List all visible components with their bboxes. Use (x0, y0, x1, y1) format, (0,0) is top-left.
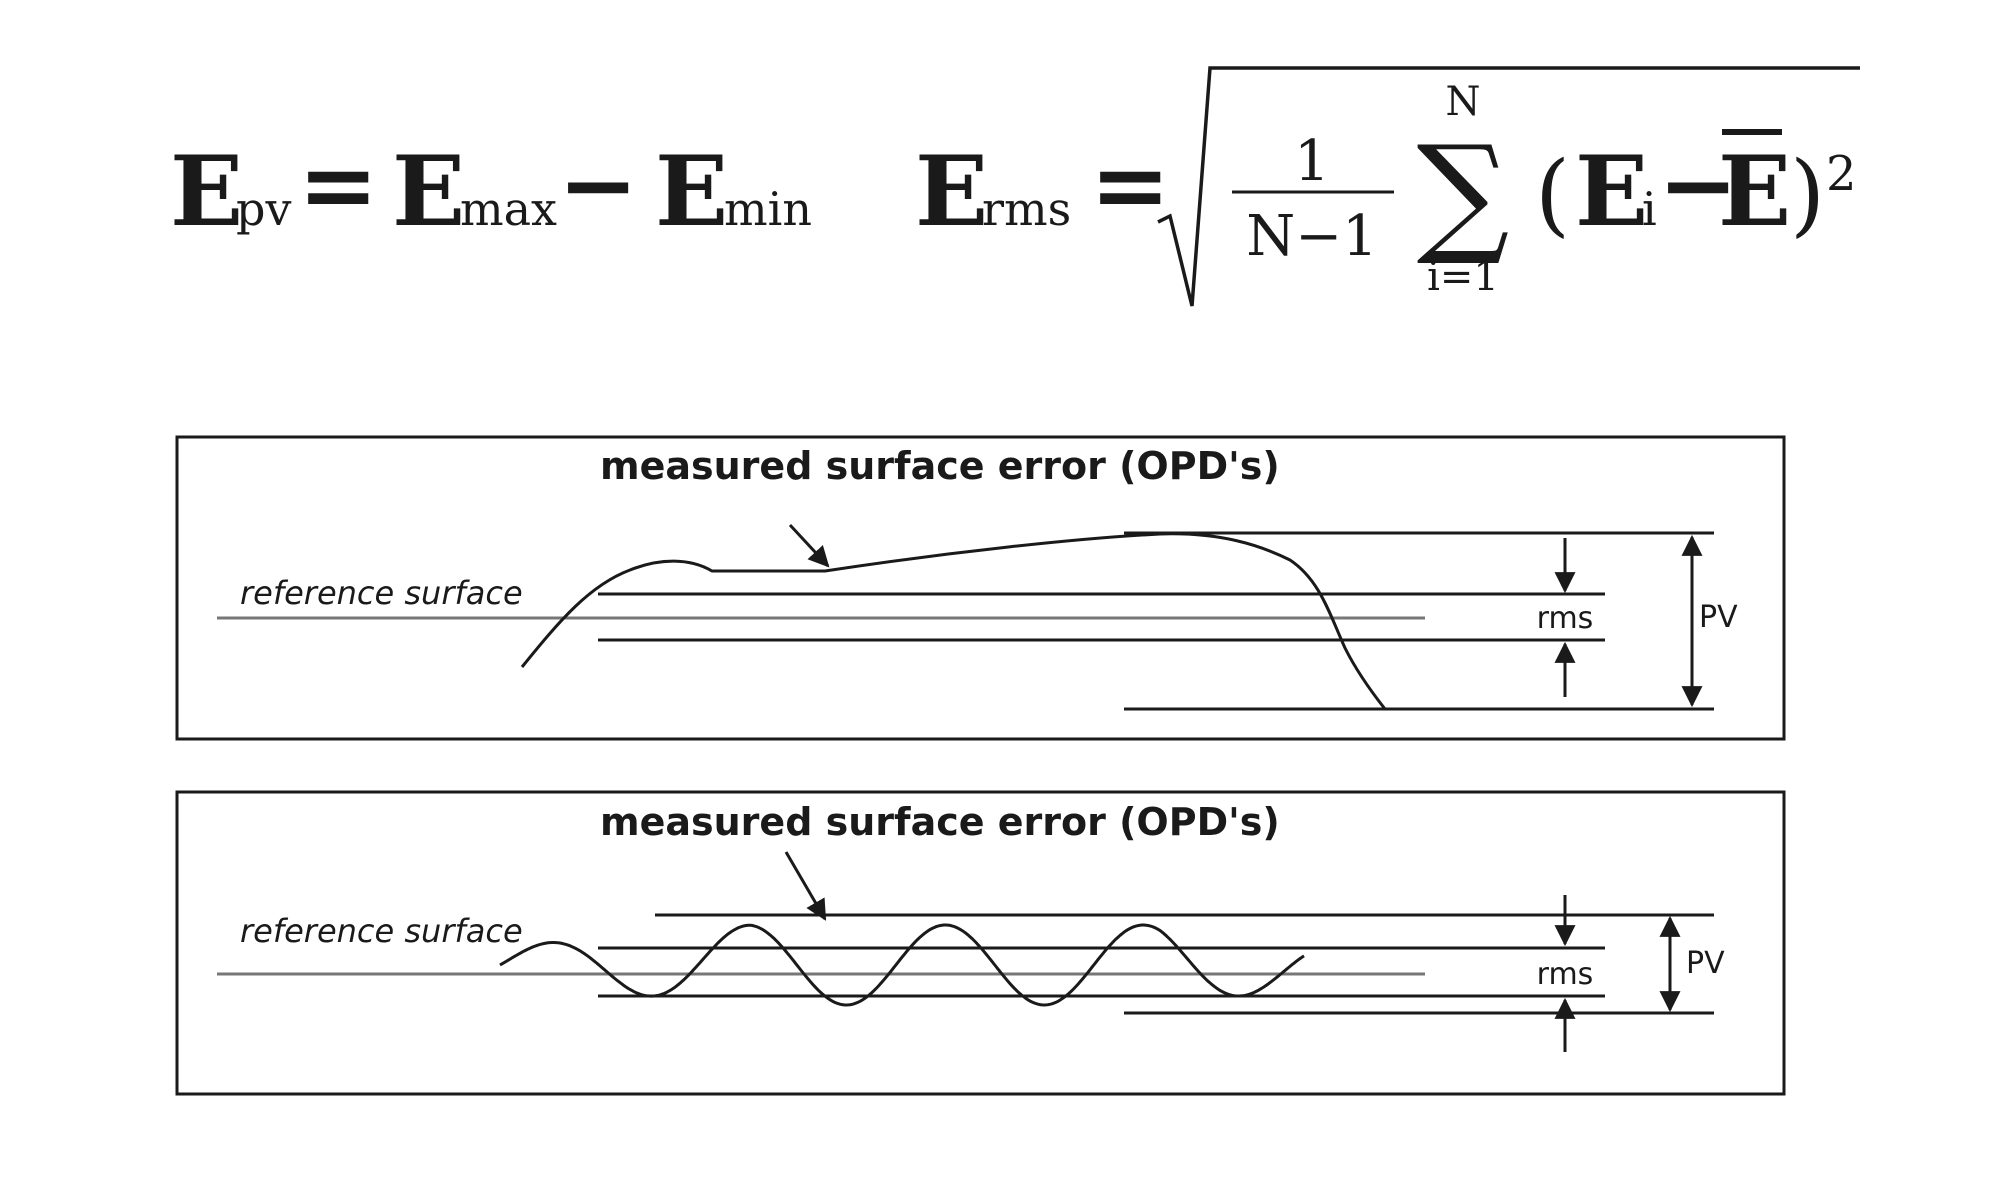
pv-lhs-subscript: pv (236, 182, 291, 236)
sum-upper-limit: N (1446, 79, 1481, 125)
sum-lower-limit: i=1 (1427, 254, 1499, 300)
pv-min-symbol: E (655, 135, 728, 248)
fraction-denominator: N−1 (1246, 204, 1378, 269)
pv-max-symbol: E (392, 135, 465, 248)
reference-surface-label: reference surface (240, 912, 523, 950)
panel-frame (175, 790, 1786, 1096)
square-root-sign (1157, 66, 1860, 307)
rms-lhs-subscript: rms (982, 182, 1071, 236)
reference-surface-label: reference surface (240, 574, 523, 612)
measured-surface-curve (520, 532, 1387, 710)
summation-symbol: ∑ (1417, 117, 1510, 269)
rms-label: rms (1537, 957, 1594, 992)
rms-formula: E rms = 1 N−1 N ∑ i=1 ( E i − E ) 2 (915, 66, 1860, 307)
exponent: 2 (1826, 146, 1857, 202)
pv-minus-sign: − (558, 128, 638, 241)
pv-max-subscript: max (460, 182, 557, 236)
panel-title: measured surface error (OPD's) (600, 800, 1280, 844)
pv-lhs-symbol: E (170, 135, 243, 248)
rms-term-subscript: i (1642, 182, 1657, 236)
panel-smooth-error: measured surface error (OPD's) reference… (175, 435, 1786, 741)
measured-surface-curve (499, 923, 1305, 1007)
close-parenthesis: ) (1790, 142, 1825, 247)
panel-frame (175, 435, 1786, 741)
pv-label: PV (1686, 946, 1725, 981)
panel-title: measured surface error (OPD's) (600, 444, 1280, 488)
pointer-arrow (784, 851, 827, 921)
rms-label: rms (1537, 601, 1594, 636)
mean-symbol: E (1718, 135, 1791, 248)
pv-formula: E pv = E max − E min (170, 128, 812, 248)
pointer-arrow (788, 523, 830, 568)
rms-lhs-symbol: E (915, 135, 988, 248)
rms-equals-sign: = (1090, 128, 1170, 241)
fraction-numerator: 1 (1294, 129, 1330, 194)
pv-equals-sign: = (298, 128, 378, 241)
pv-min-subscript: min (724, 182, 812, 236)
pv-label: PV (1699, 600, 1738, 635)
rms-term-symbol: E (1575, 135, 1648, 248)
open-parenthesis: ( (1535, 142, 1570, 247)
rms-minus-sign: − (1658, 128, 1738, 241)
panel-oscillating-error: measured surface error (OPD's) reference… (175, 790, 1786, 1096)
